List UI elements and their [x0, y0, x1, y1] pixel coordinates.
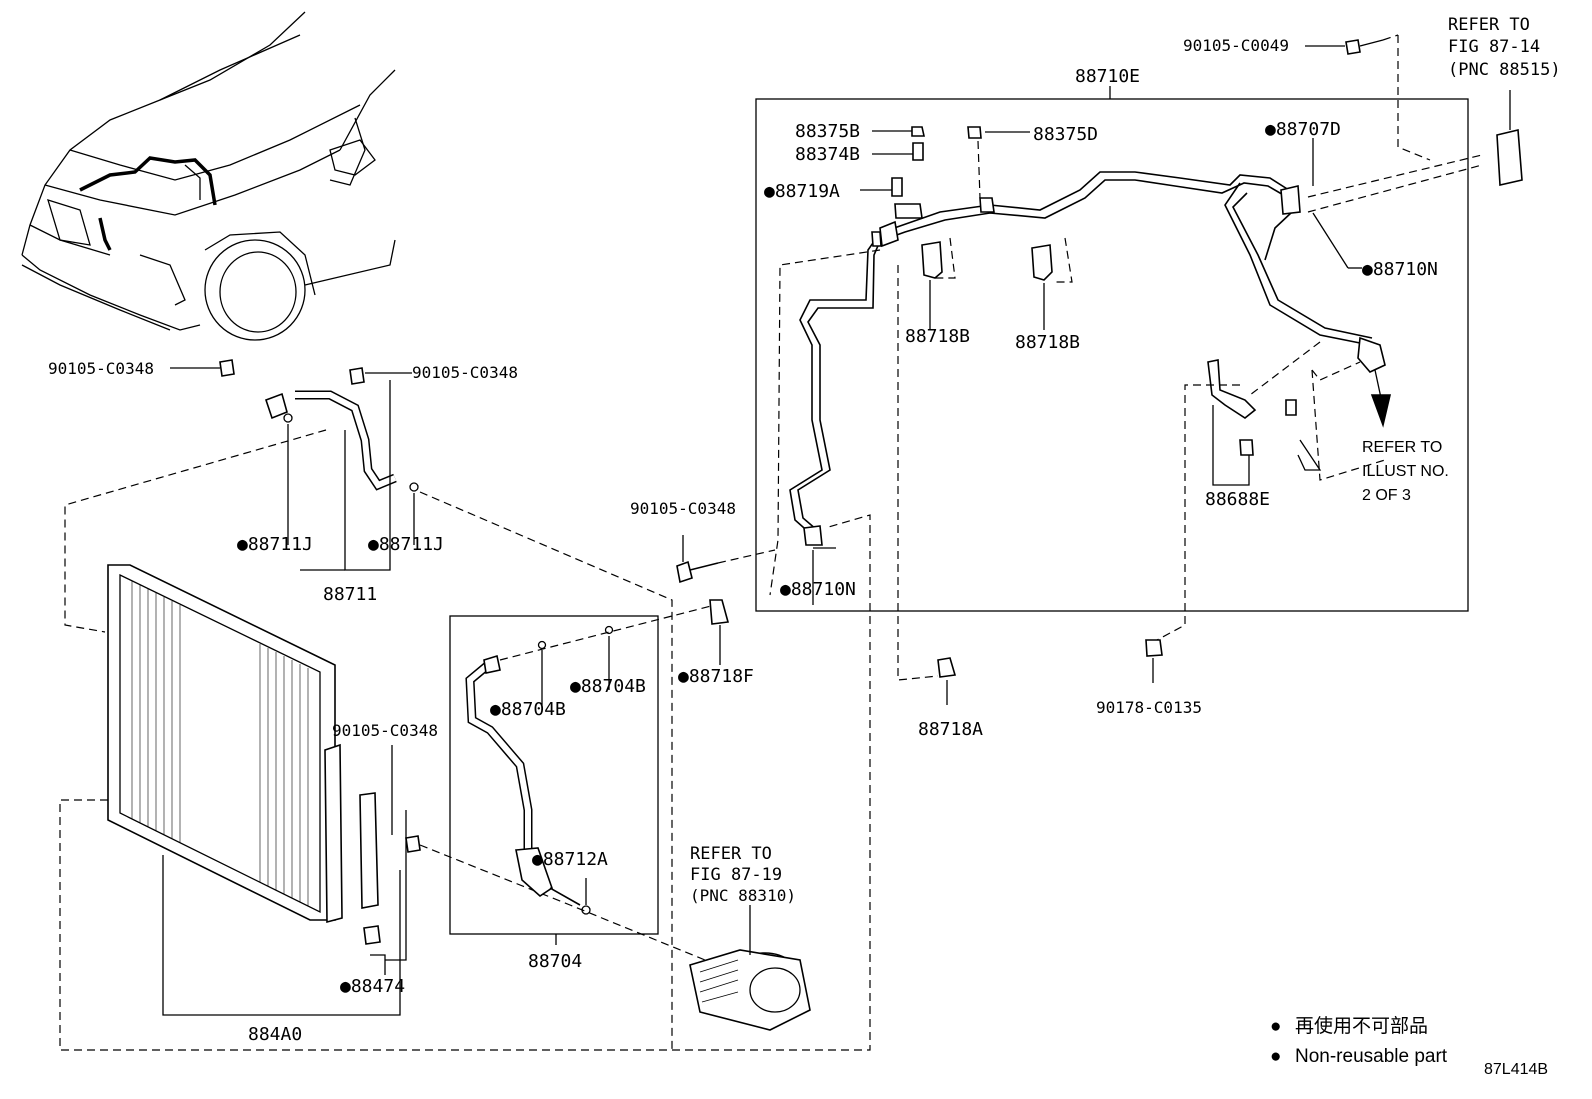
hose-88711 — [64, 359, 673, 1050]
part-label-88704B-2: ●88704B — [490, 699, 566, 720]
part-label-90105-C0348-b: 90105-C0348 — [412, 363, 518, 382]
condenser-884A0 — [59, 514, 871, 1051]
vehicle-illustration — [21, 11, 396, 341]
part-label-90105-C0348-d: 90105-C0348 — [332, 721, 438, 740]
part-label-88688E: 88688E — [1205, 489, 1270, 510]
part-label-88718B-2: 88718B — [1015, 332, 1080, 353]
legend-marker-en: ● — [1270, 1046, 1281, 1067]
hose-88704 — [449, 604, 716, 945]
ref-illust-line-2: ILLUST NO. — [1362, 463, 1449, 480]
part-label-88711J-1: ●88711J — [237, 534, 313, 555]
part-label-88707D: ●88707D — [1265, 119, 1341, 140]
part-label-88375B: 88375B — [795, 121, 860, 142]
legend-en: Non-reusable part — [1295, 1046, 1448, 1067]
part-label-88712A: ●88712A — [532, 849, 608, 870]
part-label-88374B: 88374B — [795, 144, 860, 165]
part-label-90105-C0348-a: 90105-C0348 — [48, 359, 154, 378]
part-label-88375D: 88375D — [1033, 124, 1098, 145]
ref-top-right-line-2: FIG 87-14 — [1448, 37, 1540, 57]
part-label-88711J-2: ●88711J — [368, 534, 444, 555]
labels: REFER TO FIG 87-14 (PNC 88515) REFER TO … — [48, 15, 1561, 1078]
part-label-884A0: 884A0 — [248, 1024, 302, 1045]
part-label-88711: 88711 — [323, 584, 377, 605]
ref-compressor-line-1: REFER TO — [690, 844, 772, 864]
part-label-90178-C0135: 90178-C0135 — [1096, 698, 1202, 717]
part-label-88710E: 88710E — [1075, 66, 1140, 87]
part-label-88474: ●88474 — [340, 976, 405, 997]
loose-parts — [676, 265, 1163, 705]
connector-block — [1305, 34, 1523, 186]
part-label-88718B-1: 88718B — [905, 326, 970, 347]
ref-illust-line-3: 2 OF 3 — [1362, 487, 1411, 504]
part-label-88718F: ●88718F — [678, 666, 754, 687]
legend-jp: 再使用不可部品 — [1295, 1015, 1428, 1037]
ref-top-right-line-1: REFER TO — [1448, 15, 1530, 35]
ref-compressor-line-3: (PNC 88310) — [690, 886, 796, 905]
ref-top-right-line-3: (PNC 88515) — [1448, 60, 1561, 80]
diagram-code: 87L414B — [1484, 1061, 1548, 1078]
ref-compressor-line-2: FIG 87-19 — [690, 865, 782, 885]
part-label-88704B-1: ●88704B — [570, 676, 646, 697]
part-label-88704: 88704 — [528, 951, 582, 972]
part-label-88719A: ●88719A — [764, 181, 840, 202]
legend-marker-jp: ● — [1270, 1016, 1281, 1037]
compressor — [689, 905, 811, 1031]
part-label-88710N-left: ●88710N — [780, 579, 856, 600]
part-label-88718A: 88718A — [918, 719, 983, 740]
part-label-90105-C0348-c: 90105-C0348 — [630, 499, 736, 518]
part-label-88710N-right: ●88710N — [1362, 259, 1438, 280]
ref-illust-line-1: REFER TO — [1362, 439, 1442, 456]
part-label-90105-C0049: 90105-C0049 — [1183, 36, 1289, 55]
pipe-assembly-88710E: 88710E — [755, 35, 1483, 641]
